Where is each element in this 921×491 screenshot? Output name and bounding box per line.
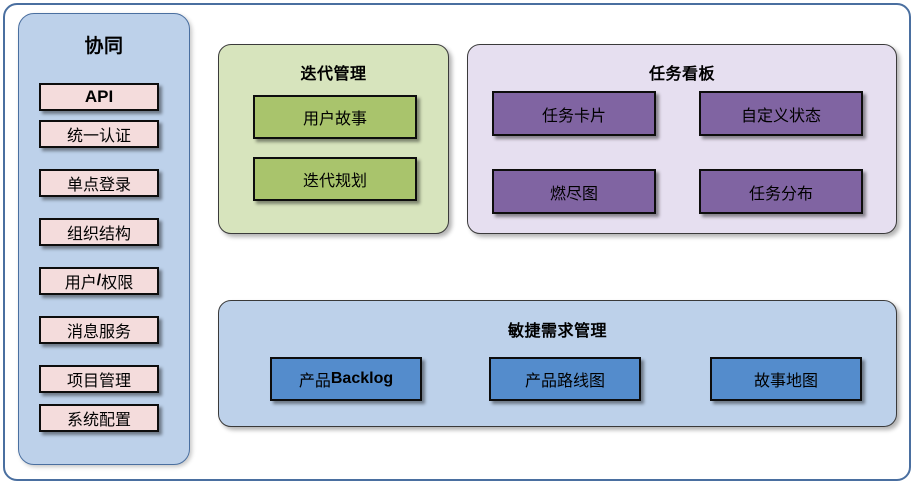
sidebar-item-single-sign-on[interactable]: 单点登录 xyxy=(39,169,159,197)
taskboard-item-label: 燃尽图 xyxy=(549,185,598,203)
sidebar-item-org-structure[interactable]: 组织结构 xyxy=(39,218,159,246)
taskboard-item-burndown-chart[interactable]: 燃尽图 xyxy=(492,169,656,214)
sidebar-panel-collaboration[interactable]: 协同 API 统一认证 单点登录 组织结构 用户/权限 消息服务 项目管理 系统… xyxy=(18,13,190,465)
panel-iteration-management[interactable]: 迭代管理 用户故事 迭代规划 xyxy=(218,44,449,234)
sidebar-item-label-post: 权限 xyxy=(101,275,134,292)
sidebar-item-project-management[interactable]: 项目管理 xyxy=(39,365,159,393)
sidebar-item-label-slash: / xyxy=(96,272,102,289)
taskboard-item-label: 任务卡片 xyxy=(541,107,606,125)
taskboard-item-task-distribution[interactable]: 任务分布 xyxy=(699,169,863,214)
agile-item-label: 故事地图 xyxy=(753,373,818,390)
taskboard-item-custom-status[interactable]: 自定义状态 xyxy=(699,91,863,136)
panel-title-task-board: 任务看板 xyxy=(648,66,715,83)
agile-item-label-latin: Backlog xyxy=(330,370,394,387)
iteration-item-user-story[interactable]: 用户故事 xyxy=(253,95,417,139)
agile-item-product-roadmap[interactable]: 产品路线图 xyxy=(489,357,641,401)
agile-item-label-pre: 产品 xyxy=(298,373,331,390)
sidebar-item-label: 单点登录 xyxy=(66,177,131,194)
sidebar-item-label-pre: 用户 xyxy=(64,275,97,292)
sidebar-item-api[interactable]: API xyxy=(39,83,159,111)
panel-title-agile-requirement-management: 敏捷需求管理 xyxy=(507,323,607,340)
iteration-item-iteration-planning[interactable]: 迭代规划 xyxy=(253,157,417,201)
taskboard-item-label: 任务分布 xyxy=(748,185,813,203)
sidebar-item-system-config[interactable]: 系统配置 xyxy=(39,404,159,432)
sidebar-item-message-service[interactable]: 消息服务 xyxy=(39,316,159,344)
agile-item-label: 产品路线图 xyxy=(524,373,605,390)
taskboard-item-task-card[interactable]: 任务卡片 xyxy=(492,91,656,136)
sidebar-item-label: 组织结构 xyxy=(66,226,131,243)
sidebar-item-label: 消息服务 xyxy=(66,324,131,341)
taskboard-item-label: 自定义状态 xyxy=(740,107,821,125)
agile-item-story-map[interactable]: 故事地图 xyxy=(710,357,862,401)
sidebar-title: 协同 xyxy=(84,36,124,57)
iteration-item-label: 用户故事 xyxy=(302,111,367,128)
sidebar-item-label: API xyxy=(84,87,114,106)
iteration-item-label: 迭代规划 xyxy=(302,173,367,190)
panel-title-iteration-management: 迭代管理 xyxy=(300,66,367,83)
sidebar-item-unified-auth[interactable]: 统一认证 xyxy=(39,120,159,148)
sidebar-item-label: 统一认证 xyxy=(66,128,131,145)
sidebar-item-user-permission[interactable]: 用户/权限 xyxy=(39,267,159,295)
panel-task-board[interactable]: 任务看板 任务卡片 自定义状态 燃尽图 任务分布 xyxy=(467,44,897,234)
sidebar-item-label: 系统配置 xyxy=(66,412,131,429)
sidebar-item-label: 项目管理 xyxy=(66,373,131,390)
